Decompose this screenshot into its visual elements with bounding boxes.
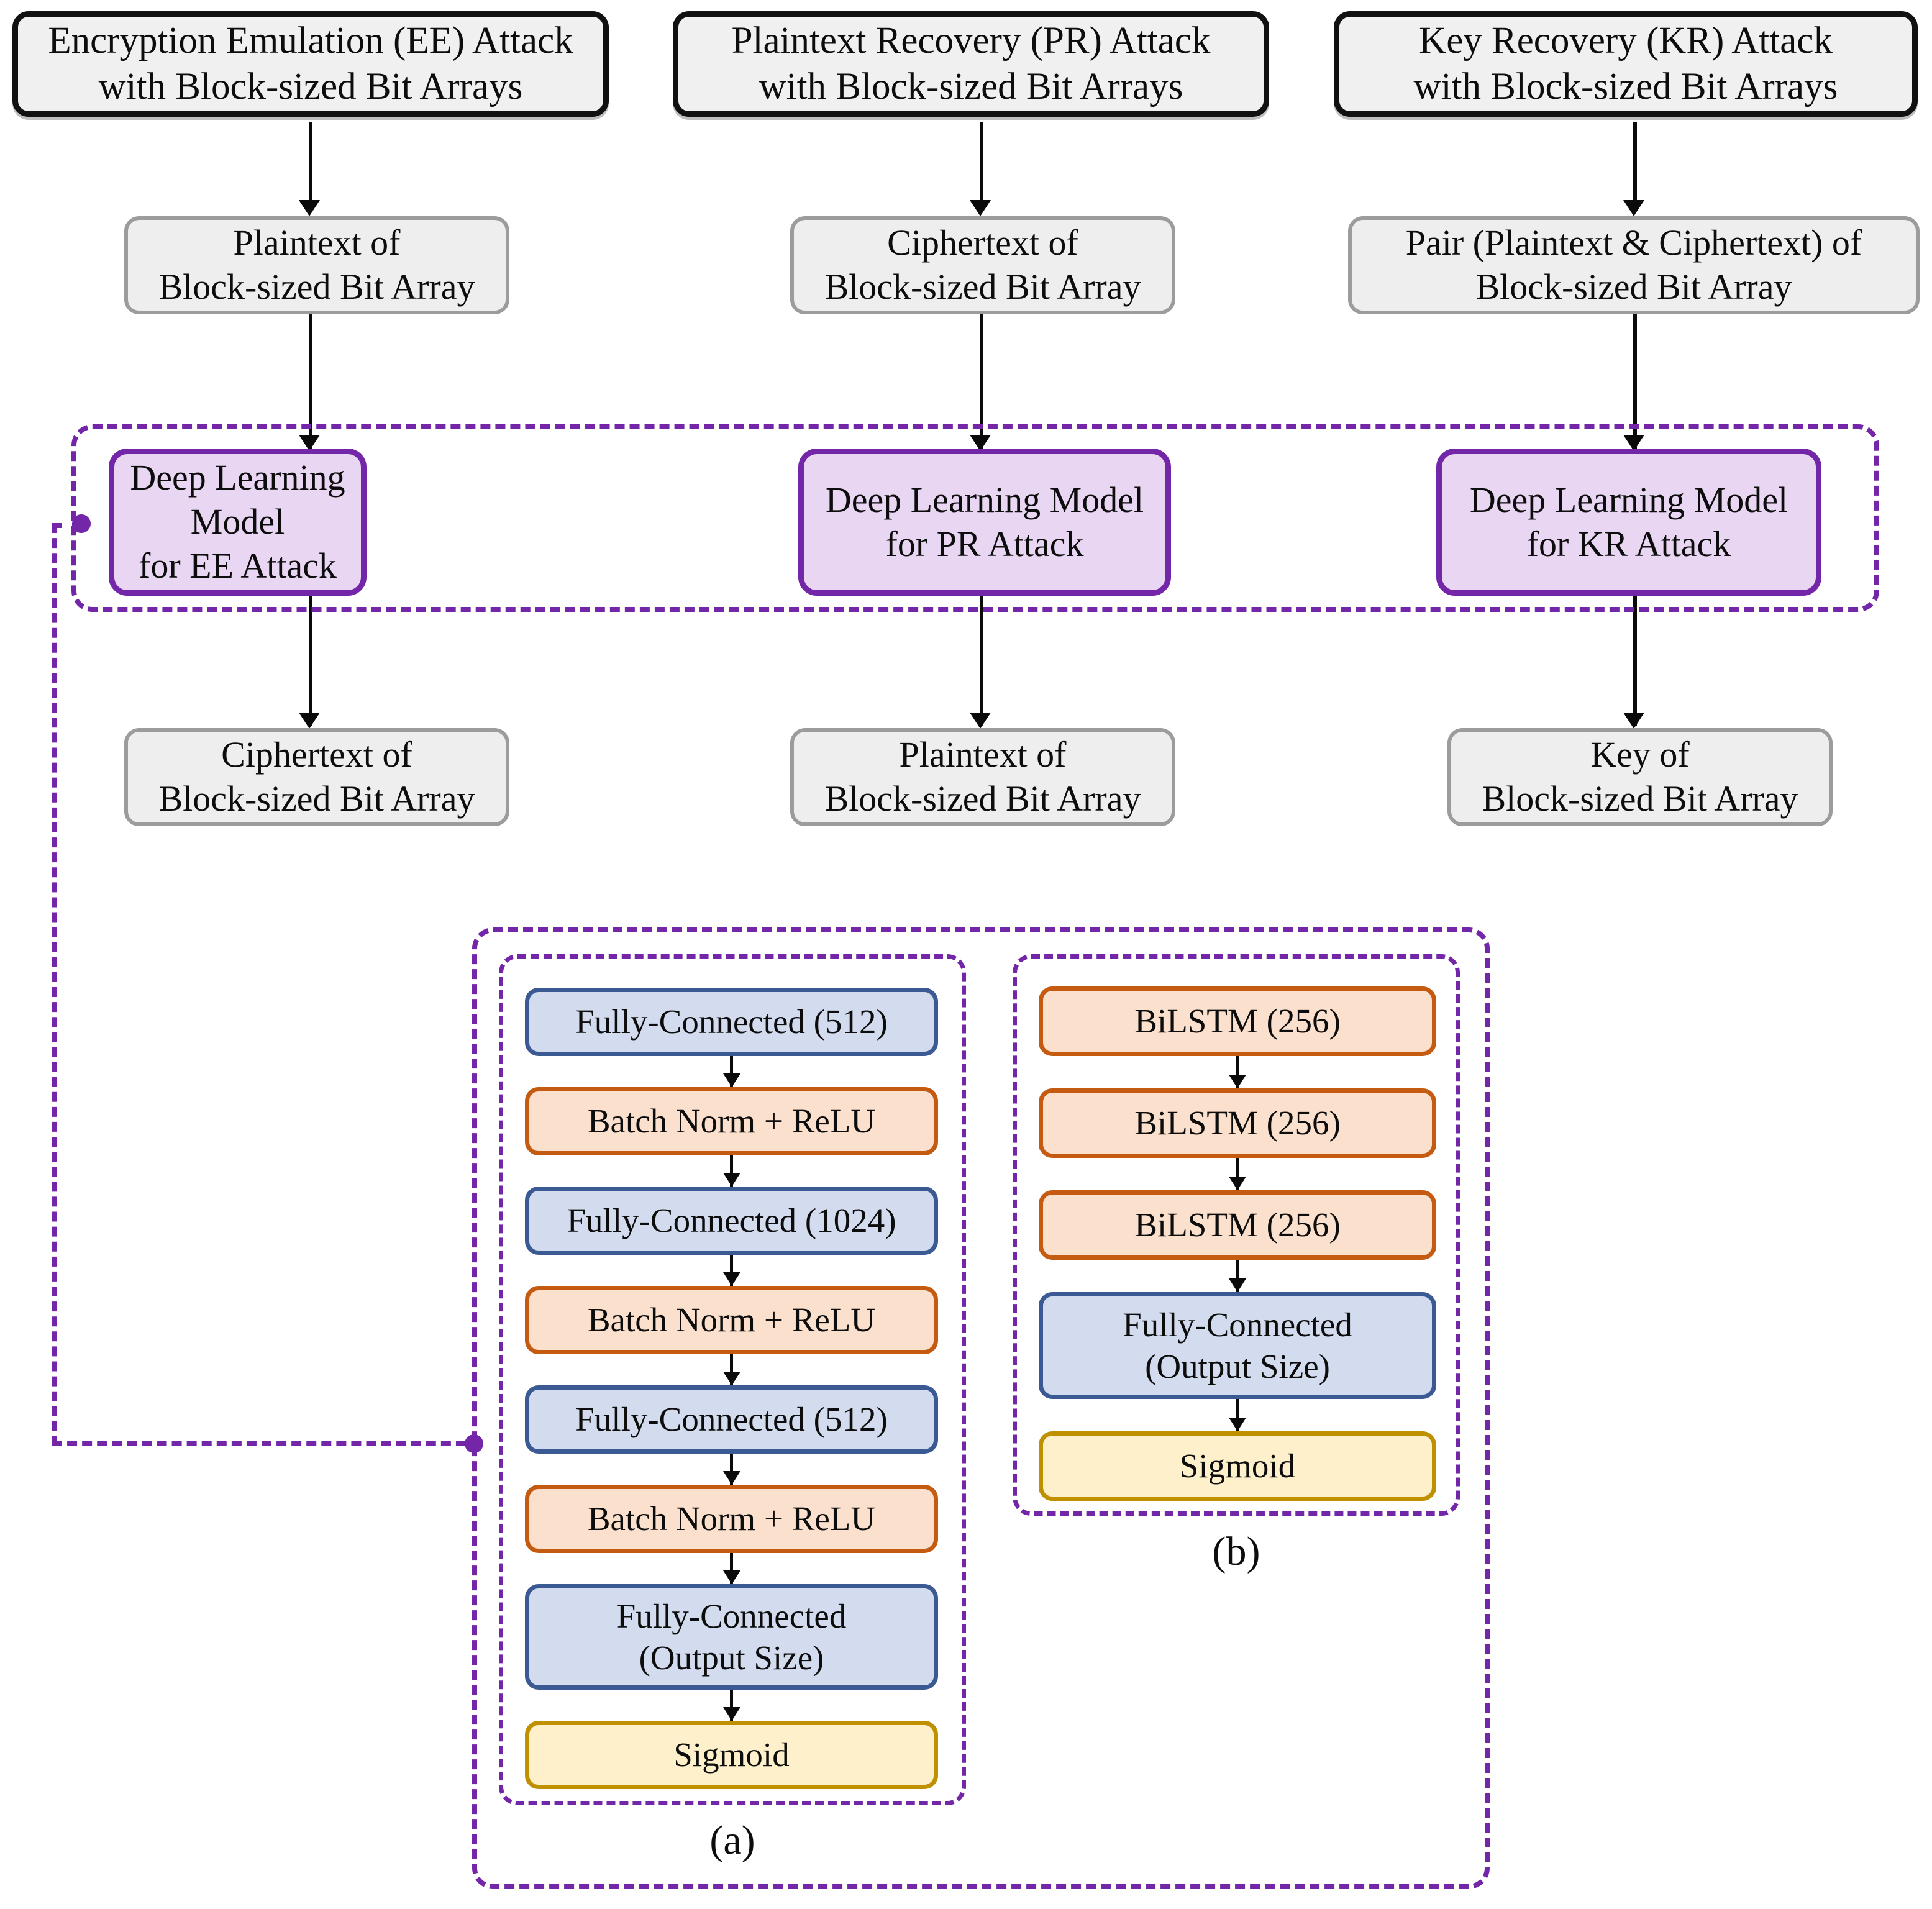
- arrow-pr-title-to-input: [980, 122, 983, 206]
- feedback-line-vertical: [52, 523, 57, 1446]
- input-box-kr: Pair (Plaintext & Ciphertext) of Block-s…: [1348, 216, 1920, 314]
- panel-a-caption: (a): [709, 1818, 755, 1863]
- arrow-ee-title-to-input: [309, 122, 312, 206]
- arrow-head-ee-model: [299, 435, 320, 451]
- arrow-head-b-2: [1229, 1278, 1246, 1292]
- arrow-pr-model-to-output: [980, 596, 983, 726]
- layer-b-0: BiLSTM (256): [1039, 986, 1436, 1056]
- output-box-ee: Ciphertext of Block-sized Bit Array: [124, 728, 509, 826]
- arrow-b-1: [1236, 1158, 1239, 1190]
- arrow-a-0: [730, 1056, 733, 1087]
- arrow-head-ee-output: [299, 713, 320, 729]
- layer-a-7: Sigmoid: [525, 1721, 938, 1789]
- arrow-a-2: [730, 1255, 733, 1286]
- model-box-kr: Deep Learning Model for KR Attack: [1436, 449, 1821, 596]
- arrow-head-b-1: [1229, 1177, 1246, 1190]
- output-box-pr: Plaintext of Block-sized Bit Array: [790, 728, 1175, 826]
- feedback-line-top: [52, 523, 82, 528]
- arrow-head-a-2: [722, 1272, 740, 1286]
- arrow-ee-model-to-output: [309, 596, 312, 726]
- layer-b-4: Sigmoid: [1039, 1431, 1436, 1501]
- layer-b-2: BiLSTM (256): [1039, 1190, 1436, 1260]
- model-box-pr: Deep Learning Model for PR Attack: [798, 449, 1171, 596]
- arrow-head-b-3: [1229, 1418, 1246, 1431]
- arrow-kr-title-to-input: [1633, 122, 1637, 206]
- arrow-head-kr-output: [1623, 713, 1644, 729]
- model-box-ee: Deep Learning Model for EE Attack: [109, 449, 367, 596]
- arrow-a-4: [730, 1454, 733, 1485]
- arrow-a-6: [730, 1690, 733, 1721]
- panel-b-dashed-container: [1013, 954, 1460, 1516]
- arrow-head-kr-model: [1623, 435, 1644, 451]
- arrow-head-kr-input: [1623, 200, 1644, 216]
- arrow-head-pr-input: [970, 200, 991, 216]
- arrow-b-0: [1236, 1056, 1239, 1088]
- arrow-head-a-1: [722, 1173, 740, 1187]
- arrow-b-3: [1236, 1399, 1239, 1431]
- panel-a-dashed-container: [499, 954, 966, 1805]
- arrow-kr-model-to-output: [1633, 596, 1637, 726]
- arrow-head-a-4: [722, 1471, 740, 1485]
- panel-b-caption: (b): [1212, 1529, 1260, 1574]
- layer-a-6: Fully-Connected (Output Size): [525, 1584, 938, 1690]
- layer-b-3: Fully-Connected (Output Size): [1039, 1292, 1436, 1399]
- layer-a-5: Batch Norm + ReLU: [525, 1485, 938, 1553]
- architectures-dashed-container: [472, 927, 1490, 1889]
- layer-a-2: Fully-Connected (1024): [525, 1187, 938, 1255]
- layer-a-1: Batch Norm + ReLU: [525, 1087, 938, 1155]
- arrow-kr-input-to-model: [1633, 314, 1637, 451]
- layer-a-4: Fully-Connected (512): [525, 1385, 938, 1454]
- arrow-head-a-5: [722, 1570, 740, 1584]
- attack-title-kr: Key Recovery (KR) Attack with Block-size…: [1334, 11, 1918, 117]
- arrow-head-pr-model: [970, 435, 991, 451]
- layer-a-3: Batch Norm + ReLU: [525, 1286, 938, 1354]
- arrow-a-1: [730, 1155, 733, 1187]
- arrow-pr-input-to-model: [980, 314, 983, 451]
- layer-b-1: BiLSTM (256): [1039, 1088, 1436, 1158]
- output-box-kr: Key of Block-sized Bit Array: [1447, 728, 1833, 826]
- models-dashed-container: [71, 424, 1879, 612]
- arrow-b-2: [1236, 1260, 1239, 1292]
- arrow-head-b-0: [1229, 1075, 1246, 1088]
- input-box-pr: Ciphertext of Block-sized Bit Array: [790, 216, 1175, 314]
- arrow-head-pr-output: [970, 713, 991, 729]
- arrow-a-5: [730, 1553, 733, 1584]
- layer-a-0: Fully-Connected (512): [525, 988, 938, 1056]
- arrow-head-ee-input: [299, 200, 320, 216]
- arrow-ee-input-to-model: [309, 314, 312, 451]
- feedback-line-bottom: [52, 1441, 481, 1446]
- arrow-a-3: [730, 1354, 733, 1385]
- attack-title-ee: Encryption Emulation (EE) Attack with Bl…: [12, 11, 609, 117]
- attack-title-pr: Plaintext Recovery (PR) Attack with Bloc…: [673, 11, 1269, 117]
- arrow-head-a-6: [722, 1707, 740, 1721]
- input-box-ee: Plaintext of Block-sized Bit Array: [124, 216, 509, 314]
- arrow-head-a-0: [722, 1073, 740, 1087]
- arrow-head-a-3: [722, 1372, 740, 1385]
